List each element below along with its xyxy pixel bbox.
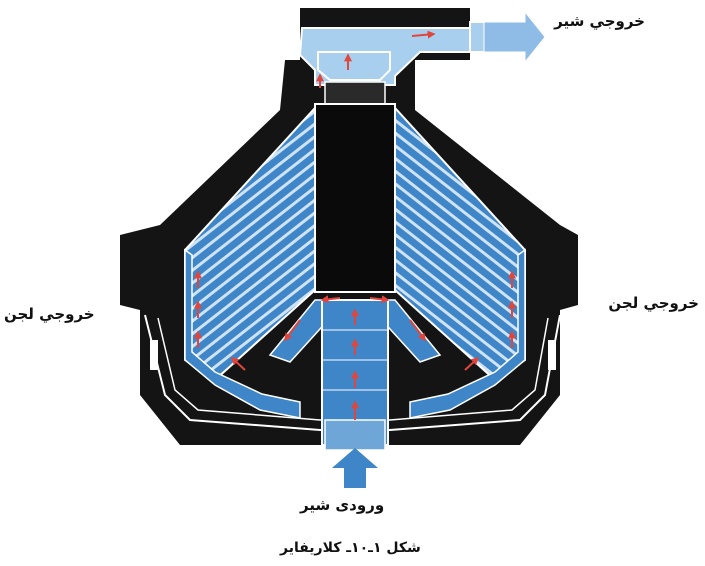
- flow-arrow: [409, 319, 426, 342]
- right-sludge-port: [548, 340, 556, 370]
- flow-arrow: [369, 295, 390, 304]
- neck-nut: [324, 81, 386, 105]
- flow-arrows: [194, 30, 516, 420]
- figure-caption: شكل ١ـ١٠ـ كلاريفاير: [280, 540, 421, 556]
- central-column: [314, 103, 396, 293]
- milk-outlet-label: خروجي شير: [554, 12, 645, 30]
- sludge-outlet-left-label: خروجي لجن: [4, 305, 95, 323]
- bowl-right-sludge-space: [409, 248, 526, 419]
- milk-outlet-arrow-shape: [483, 10, 546, 64]
- flow-arrow: [230, 356, 246, 371]
- flow-arrow: [464, 356, 480, 371]
- flow-arrow: [284, 319, 301, 342]
- inner-neck: [317, 51, 391, 81]
- flow-arrow: [411, 30, 436, 39]
- milk-inlet-arrow: [332, 448, 378, 488]
- flow-arrow: [320, 295, 341, 304]
- inlet-tube-lower: [324, 419, 386, 451]
- left-sludge-port: [150, 340, 158, 370]
- milk-inlet-label: ورودی شير: [300, 496, 385, 514]
- sludge-outlet-right-label: خروجي لجن: [608, 294, 699, 312]
- bowl-left-sludge-space: [184, 248, 301, 419]
